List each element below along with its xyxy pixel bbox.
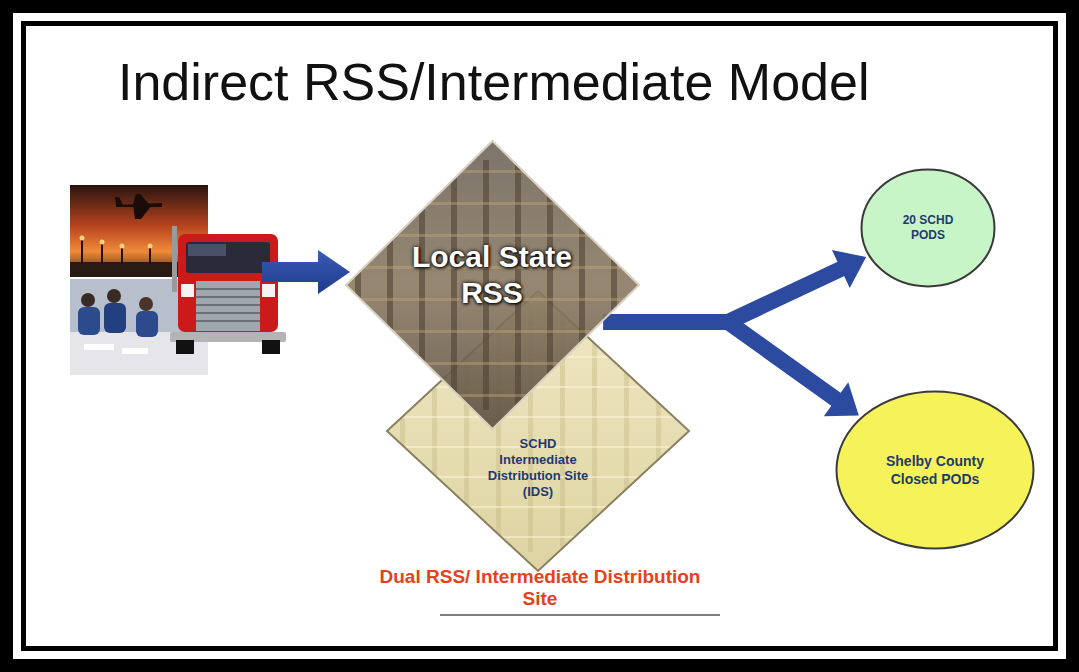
decision-diamond: Local State RSS xyxy=(345,140,640,430)
label-underline xyxy=(440,614,720,616)
warehouse-picture xyxy=(386,290,690,572)
pod-circle: Shelby County Closed PODs xyxy=(835,390,1035,550)
node-text: Shelby County Closed PODs xyxy=(877,452,993,488)
input-arrow xyxy=(262,250,350,294)
text-holder: 20 SCHD PODS xyxy=(890,213,966,243)
truck-picture xyxy=(170,226,286,354)
flow-arrow xyxy=(603,250,866,322)
circle-outline xyxy=(835,390,1035,550)
node-text: Local State RSS xyxy=(392,239,592,311)
diagram-title: Indirect RSS/Intermediate Model xyxy=(118,50,869,114)
arrow-shaft xyxy=(603,268,842,322)
node-text: SCHD Intermediate Distribution Site (IDS… xyxy=(486,436,590,500)
text-holder: SCHD Intermediate Distribution Site (IDS… xyxy=(486,436,590,500)
text-holder: Shelby County Closed PODs xyxy=(877,452,993,488)
text-holder: Local State RSS xyxy=(392,239,592,311)
node-text: 20 SCHD PODS xyxy=(890,213,966,243)
site-label: Dual RSS/ Intermediate Distribution Site xyxy=(370,566,710,610)
pod-circle: 20 SCHD PODS xyxy=(860,168,996,288)
